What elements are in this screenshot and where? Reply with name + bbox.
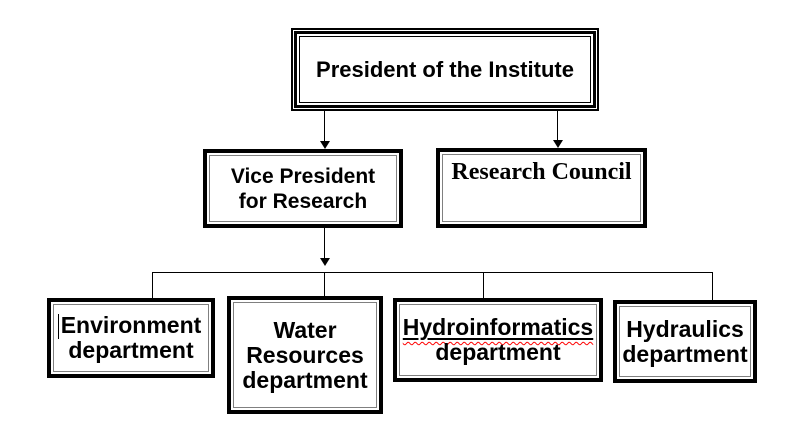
water-label-line-2: Resources	[246, 341, 364, 368]
node-hydroinformatics-inner: Hydroinformatics department	[399, 304, 597, 376]
text-edit-cursor	[58, 314, 59, 339]
vp-label-line-2: for Research	[238, 189, 368, 213]
environment-label-line-1: Environment	[60, 312, 202, 338]
node-vice-president[interactable]: Vice President for Research	[203, 149, 403, 228]
node-research-council-label: Research Council	[451, 159, 632, 185]
vp-label-line-1: Vice President	[230, 164, 376, 188]
node-hydraulics-label: Hydraulics department	[622, 315, 748, 367]
environment-label-line-2: department	[68, 337, 194, 363]
connector-branch-horizontal	[152, 272, 713, 273]
node-vice-president-inner: Vice President for Research	[209, 155, 397, 222]
underlined-word: Hydroinformatics	[403, 314, 593, 340]
hydroinformatics-label-line-2: department	[435, 339, 561, 365]
node-research-council-inner: Research Council	[442, 154, 641, 222]
connector-president-to-vp	[324, 111, 325, 141]
node-water-resources-label: Water Resources department	[242, 316, 368, 393]
node-environment-label: Environment department	[61, 313, 202, 363]
node-president-border: President of the Institute	[294, 31, 596, 108]
node-president[interactable]: President of the Institute	[291, 28, 599, 111]
node-water-resources-inner: Water Resources department	[233, 302, 377, 408]
arrowhead-president-to-vp	[320, 141, 330, 149]
hydroinformatics-label-line-1: Hydroinformatics	[403, 315, 593, 340]
node-hydroinformatics-department[interactable]: Hydroinformatics department	[393, 298, 603, 382]
water-label-line-3: department	[242, 366, 368, 393]
hydraulics-label-line-2: department	[622, 340, 748, 367]
node-hydroinformatics-label: Hydroinformatics department	[403, 315, 593, 365]
node-president-label: President of the Institute	[316, 56, 574, 82]
node-president-inner: President of the Institute	[299, 36, 591, 103]
connector-branch-to-hydroinformatics	[483, 272, 484, 298]
node-hydraulics-department[interactable]: Hydraulics department	[613, 300, 757, 383]
connector-vp-to-branch	[324, 228, 325, 258]
node-vice-president-label: Vice President for Research	[231, 164, 375, 214]
connector-branch-to-hydraulics	[712, 272, 713, 300]
arrowhead-president-to-council	[553, 140, 563, 148]
node-environment-inner: Environment department	[53, 304, 209, 372]
connector-president-to-council	[557, 111, 558, 140]
node-environment-department[interactable]: Environment department	[47, 298, 215, 378]
node-research-council[interactable]: Research Council	[436, 148, 647, 228]
node-hydraulics-inner: Hydraulics department	[619, 306, 751, 377]
hydraulics-label-line-1: Hydraulics	[626, 315, 744, 342]
water-label-line-1: Water	[273, 316, 337, 343]
node-water-resources-department[interactable]: Water Resources department	[227, 296, 383, 414]
connector-branch-to-water-resources	[324, 272, 325, 296]
arrowhead-vp-to-branch	[320, 258, 330, 266]
spellcheck-squiggle: Hydroinformatics	[402, 314, 594, 340]
connector-branch-to-environment	[152, 272, 153, 298]
